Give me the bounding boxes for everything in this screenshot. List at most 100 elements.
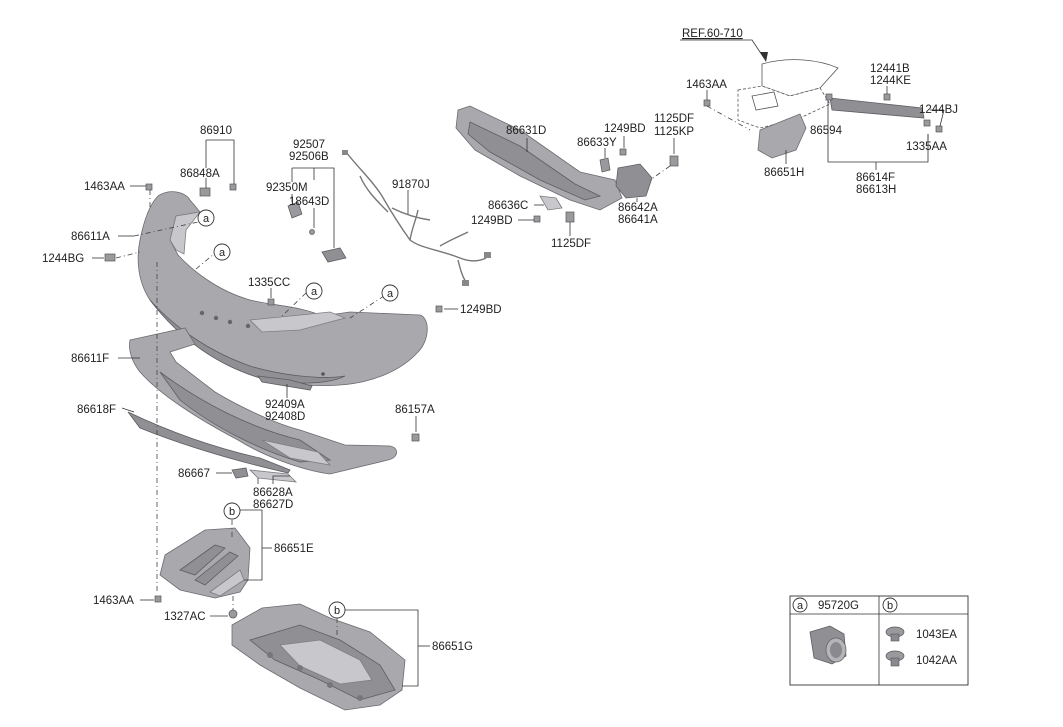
callout-a-label: a [387,288,394,300]
nut-1327AC-icon [228,609,238,619]
label-18643D: 18643D [289,196,329,208]
label-86633Y: 86633Y [577,137,617,149]
label-1463AA: 1463AA [84,181,125,193]
undercover-86651G [231,603,406,711]
label-86594: 86594 [810,125,843,137]
trim-strip-86618F [127,411,291,474]
label-86157A: 86157A [395,404,435,416]
label-1244BJ: 1244BJ [919,104,958,116]
label-1249BD: 1249BD [460,304,502,316]
label-86651G: 86651G [432,641,473,653]
part-labels: 86910 86848A 1463AA 86611A 1244BG 92507 … [42,28,958,653]
label-1463AA: 1463AA [93,595,134,607]
label-1463AA: 1463AA [686,79,727,91]
clip-86633Y [599,157,611,173]
callout-a-label: a [203,213,210,225]
rear-beam-86631D [455,105,623,211]
callout-b-label: b [334,605,340,617]
trunk-lid-ref [737,59,839,129]
label-92408D: 92408D [265,411,305,423]
label-86613H: 86613H [856,184,896,196]
legend-callout-a: a [797,600,804,612]
label-ref: REF.60-710 [682,28,743,40]
fasteners [104,93,943,619]
clip-1463AA-icon [703,99,711,107]
label-91870J: 91870J [392,179,430,191]
label-12441B: 12441B [870,63,910,75]
callout-a-label: a [219,247,226,259]
label-92350M: 92350M [266,182,308,194]
label-86614F: 86614F [856,172,895,184]
clip-86157A-icon [411,433,420,442]
legend-table: a 95720G b 1043EA 1042AA [789,595,969,686]
grommet-icon [309,229,315,235]
label-1244BG: 1244BG [42,253,84,265]
label-86848A: 86848A [180,168,220,180]
clip-86910-icon [229,183,237,191]
bracket-86667 [231,467,249,479]
label-86611A: 86611A [71,231,110,243]
legend-b-part1: 1043EA [916,629,957,641]
legend-a-part: 95720G [818,600,859,612]
label-1335CC: 1335CC [248,277,290,289]
label-86667: 86667 [178,468,210,480]
stoplamp-86614F [829,97,925,119]
rear-bumper-cover [137,191,428,386]
clip-1043EA-icon [885,626,905,642]
label-1244KE: 1244KE [870,75,911,87]
label-86631D: 86631D [506,125,546,137]
connector-icon [462,280,469,286]
label-1249BD: 1249BD [471,215,513,227]
label-86642A: 86642A [618,202,658,214]
clip-1042AA-icon [885,650,905,667]
callout-a-label: a [311,286,318,298]
label-86641A: 86641A [618,214,658,226]
bracket-86636C [539,195,563,211]
clip-86594-icon [825,93,833,101]
label-92409A: 92409A [265,399,305,411]
legend-callout-b: b [887,600,893,612]
connector-icon [342,150,348,155]
grommet-1244BJ-icon [935,125,943,133]
label-86618F: 86618F [77,404,116,416]
cover-86651H [757,113,807,159]
parking-sensor-icon [809,625,847,665]
clip-1463AA-icon [145,183,153,191]
label-86651E: 86651E [274,543,314,555]
label-86651H: 86651H [764,167,804,179]
sensor-18643D [321,247,347,263]
bolt-1125DF-icon [565,211,575,223]
connector-icon [484,252,491,258]
clip-1249BD-icon [619,148,627,156]
label-86628A: 86628A [253,487,293,499]
bracket-86642A [615,163,653,199]
leader-lines [92,39,945,687]
bolt-1244BG-icon [104,253,116,262]
sensor-bracket-92350M [287,201,303,219]
label-1125DF: 1125DF [654,113,694,125]
label-92507: 92507 [293,139,325,151]
label-92506B: 92506B [289,151,329,163]
label-86611F: 86611F [71,353,109,365]
label-1125DF: 1125DF [551,238,591,250]
clip-1335CC-icon [267,298,275,306]
label-1125KP: 1125KP [654,126,694,138]
label-86627D: 86627D [253,499,293,511]
clip-1249BD-icon [533,215,541,223]
label-1327AC: 1327AC [164,611,206,623]
callout-b-label: b [229,506,235,518]
nut-12441B-icon [883,93,891,101]
undercover-86651E [159,527,251,599]
reflector-92409A [257,375,313,391]
callouts: a a a a b b [197,209,399,619]
label-86910: 86910 [200,125,232,137]
bracket-86848A-icon [199,187,211,197]
wiring-harness-91870J [345,151,487,283]
clip-1249BD-icon [435,305,443,313]
bolt-1125KP-icon [669,155,679,167]
screw-1335AA-icon [923,119,931,127]
label-1335AA: 1335AA [906,141,947,153]
lower-diffuser [129,327,397,475]
label-1249BD: 1249BD [604,123,646,135]
